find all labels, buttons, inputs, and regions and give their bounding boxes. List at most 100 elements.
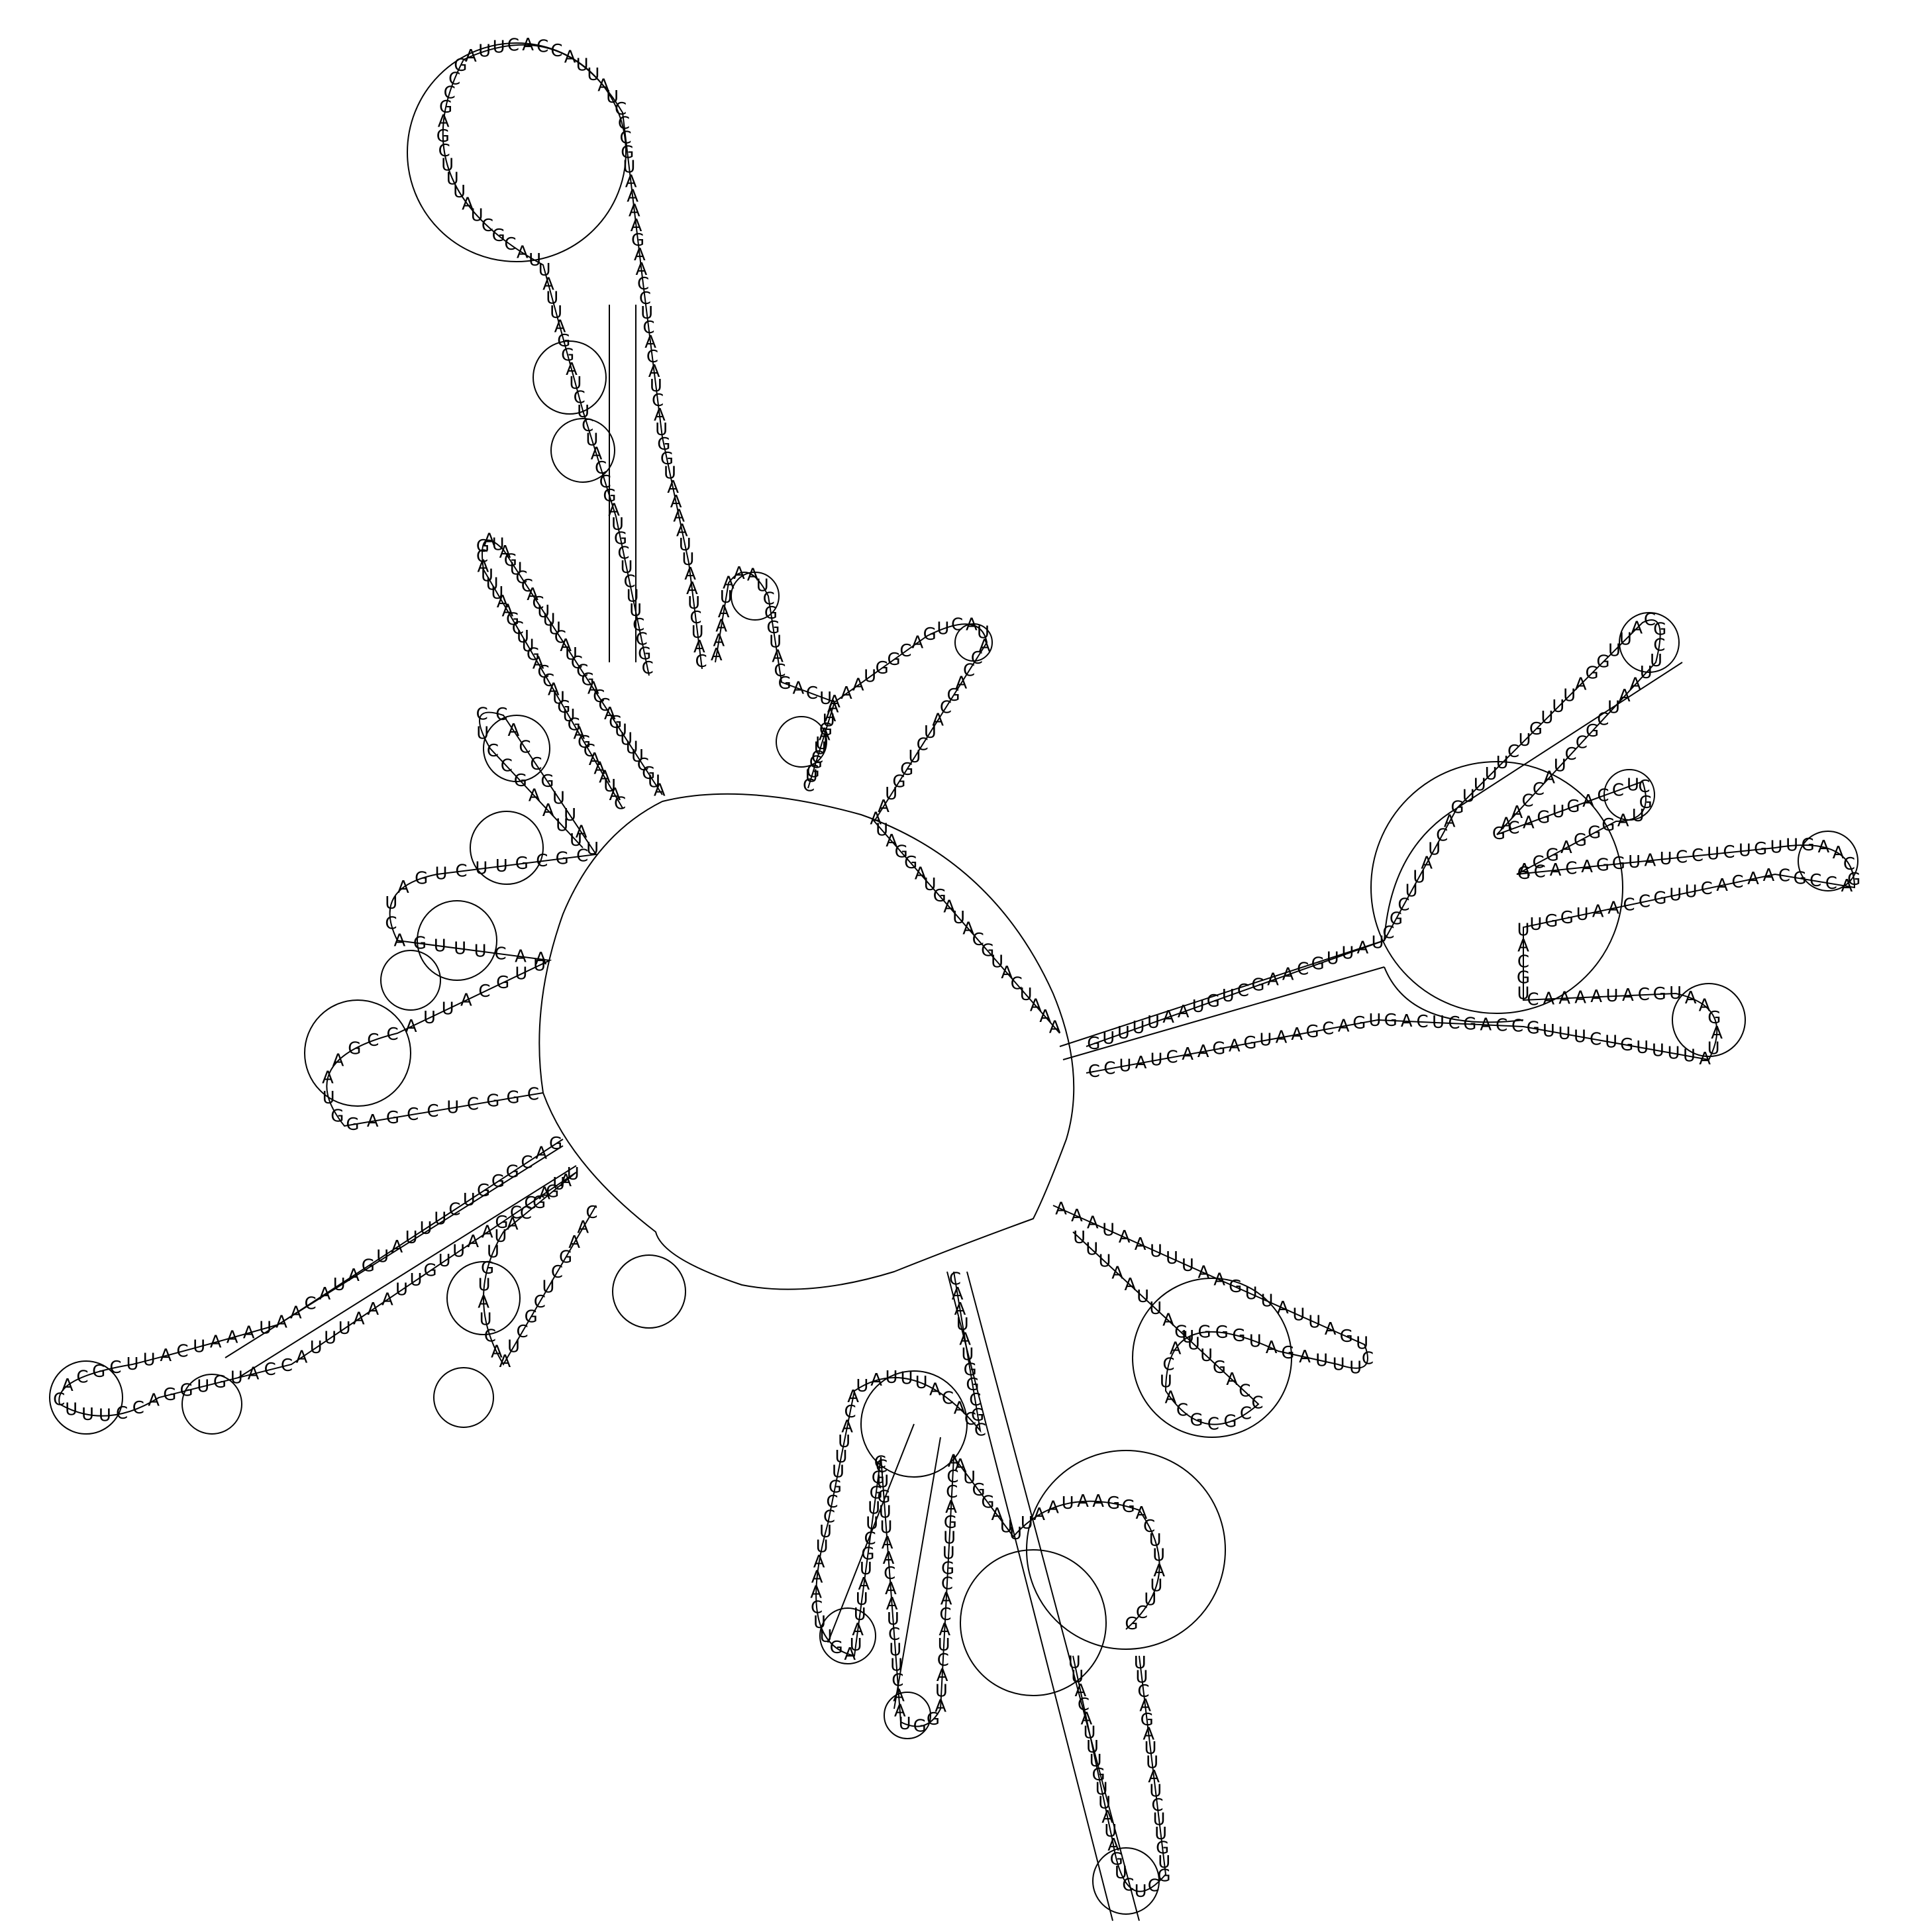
nucleotide: A — [62, 1376, 74, 1396]
right-tip-loop-4 — [1672, 983, 1746, 1057]
nucleotide: A — [1747, 869, 1759, 889]
nucleotide: A — [885, 1579, 897, 1599]
nucleotide: U — [1095, 1779, 1108, 1799]
nucleotide: A — [1581, 857, 1593, 877]
nucleotide: C — [1237, 981, 1249, 1001]
nucleotide: A — [391, 1237, 403, 1257]
nucleotide: U — [569, 374, 582, 393]
nucleotide: A — [1590, 987, 1602, 1007]
loop-small-1 — [533, 340, 607, 415]
nucleotide: A — [811, 1567, 823, 1587]
nucleotide: G — [927, 1709, 940, 1729]
nucleotide: A — [394, 931, 406, 950]
nucleotide: U — [543, 611, 556, 631]
nucleotide: G — [1566, 797, 1580, 817]
nucleotide: C — [1136, 1603, 1148, 1623]
nucleotide: C — [534, 1292, 546, 1312]
nucleotide: A — [686, 579, 698, 599]
nucleotide: A — [248, 1364, 260, 1384]
nucleotide: G — [533, 1193, 546, 1213]
nucleotide: C — [811, 1598, 823, 1618]
nucleotide: U — [1554, 756, 1566, 776]
nucleotide: U — [1667, 1044, 1680, 1064]
nucleotide: G — [876, 658, 889, 678]
nucleotide: G — [578, 733, 591, 752]
nucleotide: U — [756, 576, 769, 596]
nucleotide: U — [1149, 1782, 1162, 1802]
nucleotide: U — [1541, 708, 1553, 728]
nucleotide: G — [1463, 1014, 1476, 1034]
nucleotide: U — [935, 1681, 948, 1701]
nucleotide: C — [527, 1085, 539, 1105]
nucleotide: U — [577, 402, 589, 422]
nucleotide: A — [810, 1582, 822, 1602]
nucleotide: G — [1311, 954, 1325, 974]
nucleotide: A — [367, 1299, 379, 1319]
nucleotide: C — [484, 1326, 496, 1346]
nucleotide: C — [646, 347, 658, 367]
nucleotide: U — [1413, 867, 1425, 887]
nucleotide: U — [655, 420, 668, 440]
nucleotide: A — [883, 1549, 895, 1568]
nucleotide: G — [1141, 1710, 1154, 1730]
loop-small-5 — [954, 623, 993, 662]
nucleotide: U — [835, 1447, 847, 1467]
nucleotide: U — [1529, 915, 1542, 935]
nucleotide: A — [715, 617, 727, 636]
nucleotide: U — [1707, 1039, 1720, 1059]
left-loop-3 — [417, 900, 497, 981]
nucleotide: U — [587, 65, 599, 85]
nucleotide: A — [148, 1391, 160, 1411]
nucleotide: C — [1151, 1796, 1163, 1815]
nucleotide: A — [591, 444, 603, 464]
nucleotide: A — [507, 1215, 519, 1235]
segment-upper-left-hairpin: CGCCUUCUCGUAGCCAUCUCUAGGAUUAUUACGCUAUUUC… — [436, 35, 707, 678]
nucleotide: G — [1190, 1410, 1203, 1430]
nucleotide: U — [552, 689, 565, 709]
nucleotide: U — [1222, 986, 1235, 1006]
left-loop-4 — [380, 950, 441, 1011]
nucleotide: U — [1652, 1041, 1664, 1060]
nucleotide: G — [1707, 1008, 1721, 1028]
nucleotide: A — [1197, 1263, 1209, 1283]
nucleotide: A — [713, 631, 725, 650]
nucleotide: U — [866, 1513, 878, 1533]
nucleotide: U — [991, 952, 1003, 972]
nucleotide: A — [1401, 1011, 1413, 1031]
nucleotide: G — [1207, 991, 1220, 1011]
nucleotide: C — [1644, 610, 1656, 630]
nucleotide: U — [1308, 1312, 1321, 1332]
nucleotide: U — [815, 734, 828, 754]
nucleotide: U — [813, 1613, 826, 1633]
nucleotide: U — [423, 1008, 436, 1028]
nucleotide: U — [310, 1338, 323, 1358]
nucleotide: C — [1612, 781, 1624, 801]
nucleotide: A — [502, 601, 514, 621]
nucleotide: U — [409, 1270, 422, 1290]
nucleotide: G — [1158, 1866, 1171, 1886]
nucleotide: G — [603, 486, 616, 506]
nucleotide: A — [939, 1620, 950, 1640]
loop-small-3 — [731, 572, 780, 621]
nucleotide: A — [625, 172, 637, 192]
nucleotide: U — [1552, 802, 1564, 822]
nucleotide: U — [963, 1468, 976, 1488]
nucleotide: C — [1088, 1062, 1100, 1082]
nucleotide: C — [1148, 1876, 1160, 1896]
nucleotide: C — [536, 37, 548, 57]
nucleotide: A — [945, 1498, 957, 1517]
nucleotide: C — [1166, 1047, 1178, 1067]
nucleotide: A — [1077, 1492, 1089, 1511]
nucleotide: A — [825, 706, 837, 726]
nucleotide: G — [1586, 721, 1599, 741]
nucleotide: C — [884, 1564, 895, 1584]
nucleotide: G — [559, 1248, 572, 1268]
nucleotide: U — [942, 1543, 955, 1563]
nucleotide: U — [1144, 1590, 1156, 1610]
nucleotide: C — [542, 671, 554, 691]
nucleotide: A — [1087, 1213, 1099, 1233]
nucleotide: U — [889, 1640, 901, 1660]
nucleotide: A — [929, 1380, 941, 1399]
nucleotide: A — [160, 1346, 172, 1366]
